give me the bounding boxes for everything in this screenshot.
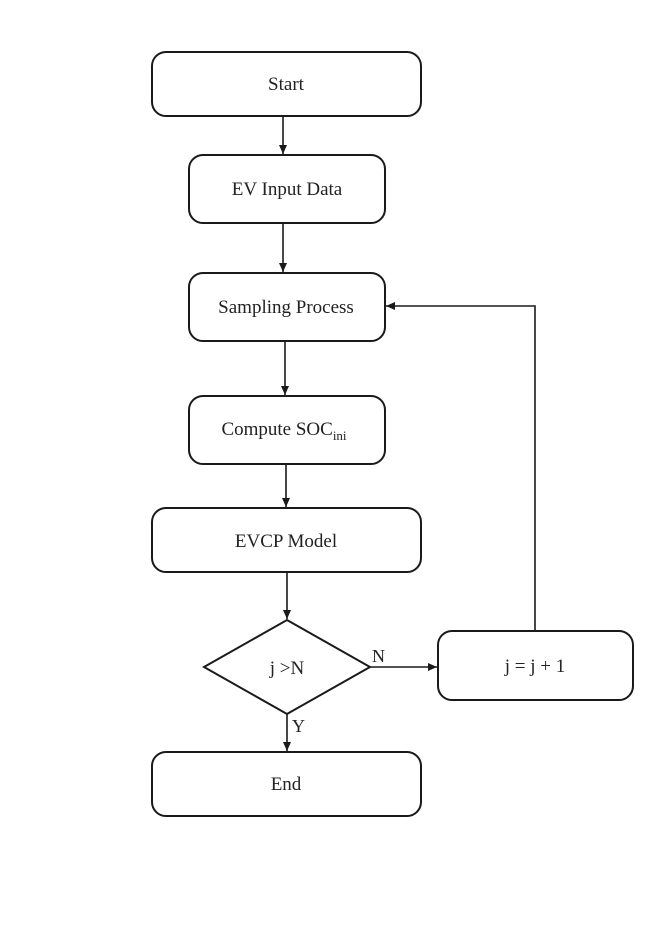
no-branch-label: N	[372, 646, 385, 666]
evcp-model-node: EVCP Model	[151, 507, 422, 573]
yes-branch-label: Y	[292, 716, 305, 736]
compute-soc-main: Compute SOC	[221, 419, 332, 440]
ev-input-data-label: EV Input Data	[232, 179, 343, 200]
evcp-model-label: EVCP Model	[235, 531, 337, 552]
end-node: End	[151, 751, 422, 817]
start-node: Start	[151, 51, 422, 117]
compute-soc-node: Compute SOCini	[188, 395, 386, 465]
compute-soc-label: Compute SOCini	[221, 419, 346, 443]
decision-label: j >N	[269, 658, 305, 679]
increment-node: j = j + 1	[437, 630, 634, 701]
increment-label: j = j + 1	[504, 656, 566, 677]
sampling-process-label: Sampling Process	[218, 297, 354, 318]
arrow-increment-loop-back	[386, 302, 536, 631]
compute-soc-subscript: ini	[333, 428, 347, 443]
sampling-process-node: Sampling Process	[188, 272, 386, 342]
ev-input-data-node: EV Input Data	[188, 154, 386, 224]
decision-node: j >N	[201, 618, 373, 716]
end-label: End	[271, 774, 302, 795]
start-label: Start	[268, 74, 305, 95]
